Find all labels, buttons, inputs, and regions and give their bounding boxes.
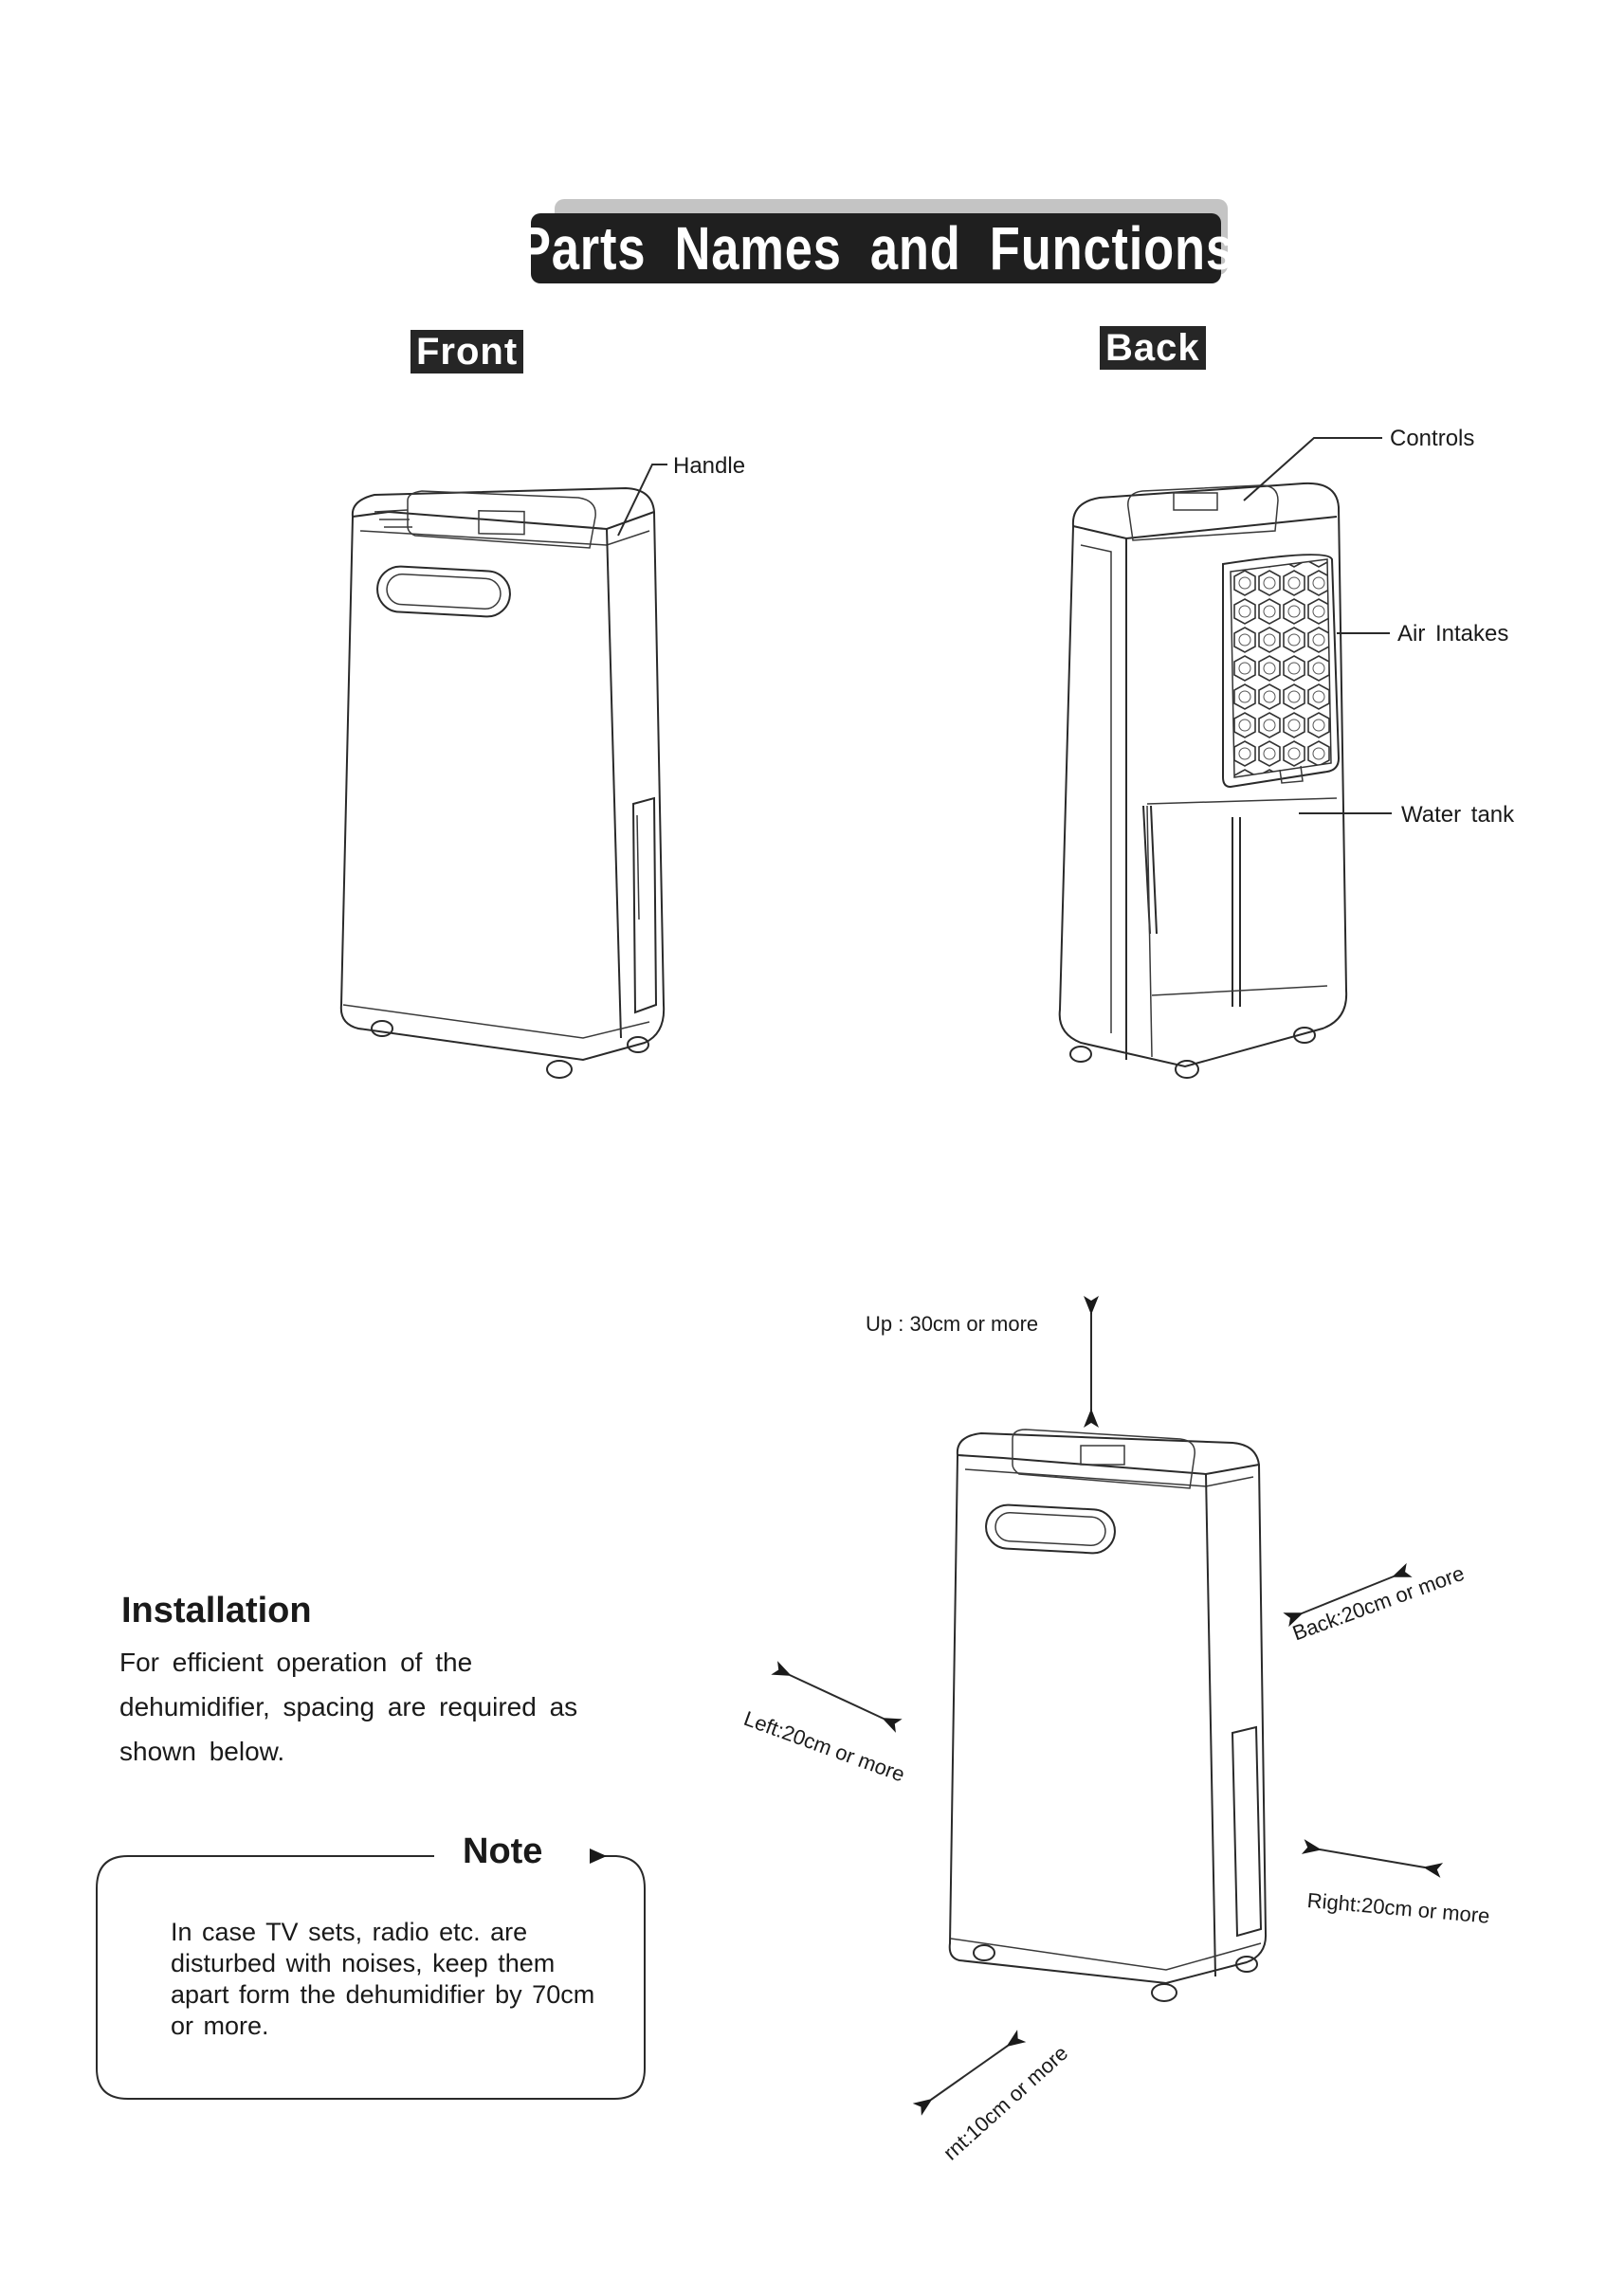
page-title: Parts Names and Functions [518,214,1234,282]
front-view-label: Front [411,330,524,373]
installation-unit-drawing [948,1429,1268,2002]
installation-heading: Installation [121,1591,312,1630]
clearance-arrows [771,1296,1444,2116]
title-banner: Parts Names and Functions [518,213,1233,283]
callout-controls: Controls [1390,426,1475,451]
installation-text: For efficient operation of the dehumidif… [119,1648,578,1766]
back-view-label: Back [1100,326,1206,370]
front-unit-drawing [339,464,667,1079]
note-text: In case TV sets, radio etc. are disturbe… [171,1918,595,2040]
callout-water-tank: Water tank [1401,802,1515,828]
callout-air-intakes: Air Intakes [1397,621,1509,647]
back-unit-drawing [1058,437,1392,1079]
note-box-outline [96,1849,646,2100]
callout-handle: Handle [673,453,746,479]
note-title: Note [463,1831,543,1871]
clearance-up-label: Up : 30cm or more [866,1312,1039,1336]
